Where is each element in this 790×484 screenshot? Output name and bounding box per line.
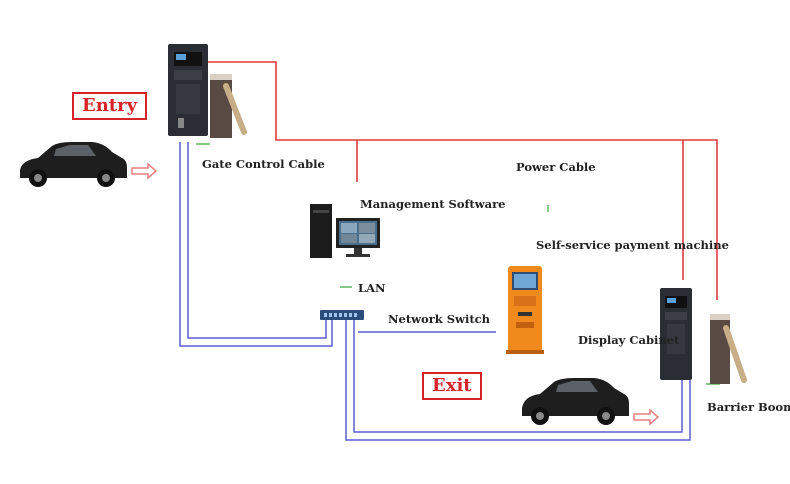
exit-car [522, 378, 629, 425]
payment-kiosk [506, 266, 544, 354]
lan-label: LAN [358, 281, 386, 295]
net-exit-inner [353, 320, 683, 433]
power-line-main [208, 61, 718, 300]
network-cable-lines [179, 142, 691, 441]
exit-barrier-gate [710, 314, 747, 384]
network-switch [320, 310, 364, 320]
barrier-boom-label: Barrier Boom [707, 400, 790, 414]
entry-car [20, 142, 127, 187]
power-cable-lines [208, 61, 718, 300]
net-entry-outer [179, 142, 333, 347]
display-cabinet-label: Display Cabinet [578, 333, 680, 347]
gate-control-cable-label: Gate Control Cable [202, 157, 325, 171]
exit-arrow-icon [633, 408, 660, 426]
entry-arrow-icon [131, 162, 158, 180]
control-lines [196, 143, 720, 385]
entry-cabinet [168, 44, 208, 136]
exit-display-cabinet [660, 288, 692, 380]
net-exit-outer [345, 320, 691, 441]
entry-label: Entry [72, 92, 148, 120]
network-switch-label: Network Switch [388, 312, 490, 326]
net-entry-inner [187, 142, 327, 339]
entry-barrier-gate [210, 74, 247, 138]
payment-machine-label: Self-service payment machine [536, 238, 729, 252]
exit-label: Exit [422, 372, 482, 400]
management-software-label: Management Software [360, 197, 506, 211]
management-pc [310, 204, 380, 258]
power-cable-label: Power Cable [516, 160, 596, 174]
